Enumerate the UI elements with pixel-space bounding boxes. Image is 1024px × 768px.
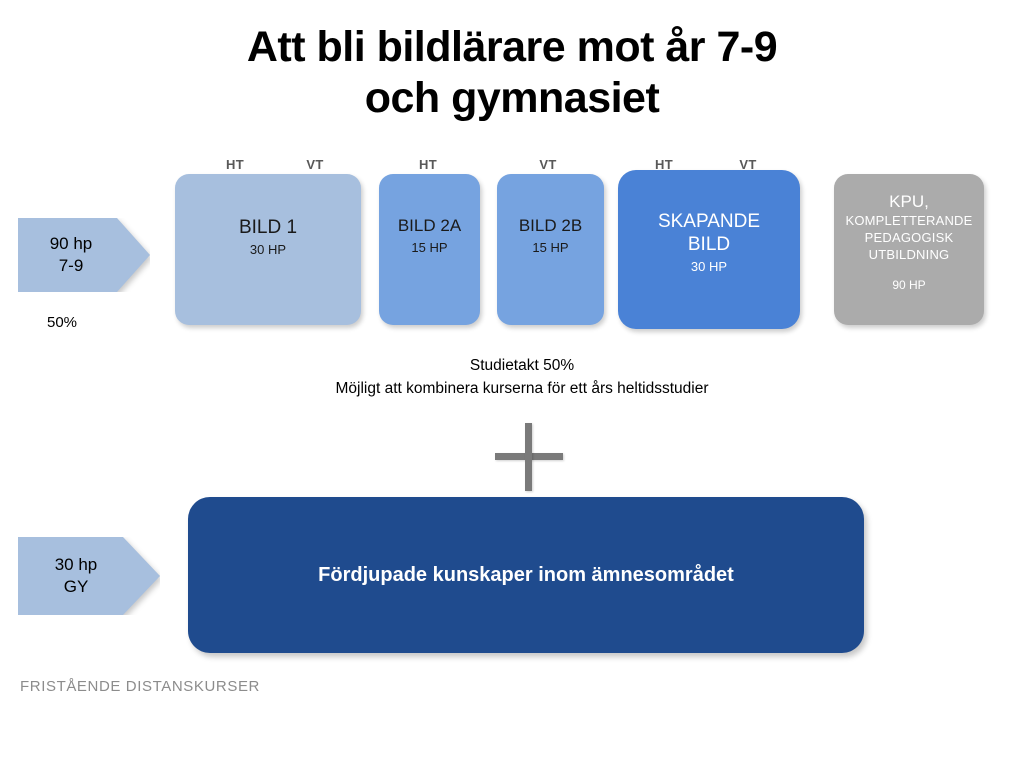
term-label-bild2a-ht: HT xyxy=(419,157,437,172)
course-box-skapande-bild-content: SKAPANDE BILD 30 HP xyxy=(618,210,800,274)
course-credits-bild-1: 30 HP xyxy=(249,242,287,258)
study-pace-note: Studietakt 50% Möjligt att kombinera kur… xyxy=(182,354,862,401)
credits-arrow-7-9: 90 hp 7-9 xyxy=(18,218,150,292)
credits-arrow-gy-line-1: 30 hp xyxy=(54,554,98,574)
course-subtitle-kpu-line-2: PEDAGOGISK xyxy=(864,230,954,246)
course-box-bild-2b-content: BILD 2B 15 HP xyxy=(497,216,604,255)
study-pace-caption: 50% xyxy=(46,314,78,331)
study-pace-note-line-2: Möjligt att kombinera kurserna för ett å… xyxy=(335,380,709,398)
plus-icon xyxy=(495,423,563,491)
course-credits-skapande-bild: 30 HP xyxy=(690,259,728,275)
course-credits-bild-2a: 15 HP xyxy=(411,239,448,255)
deepened-knowledge-label: Fördjupade kunskaper inom ämnesområdet xyxy=(318,563,734,586)
course-box-kpu-content: KPU, KOMPLETTERANDE PEDAGOGISK UTBILDNIN… xyxy=(834,192,984,292)
course-box-bild-2b[interactable]: BILD 2B 15 HP xyxy=(497,174,604,325)
credits-arrow-7-9-line-2: 7-9 xyxy=(58,256,84,275)
credits-arrow-gy-text: 30 hp GY xyxy=(18,554,160,598)
course-name-bild-1: BILD 1 xyxy=(238,217,298,238)
study-pace-note-line-1: Studietakt 50% xyxy=(469,357,575,374)
course-credits-bild-2b: 15 HP xyxy=(532,239,569,255)
course-box-skapande-bild[interactable]: SKAPANDE BILD 30 HP xyxy=(618,170,800,329)
term-label-skapande-ht: HT xyxy=(655,157,673,172)
term-label-bild2b-vt: VT xyxy=(539,157,557,172)
credits-arrow-gy-line-2: GY xyxy=(63,577,89,596)
course-subtitle-kpu-line-1: KOMPLETTERANDE xyxy=(845,213,973,229)
arrow-shape-icon xyxy=(18,218,150,292)
page-title-line-2: och gymnasiet xyxy=(364,73,660,122)
page-title: Att bli bildlärare mot år 7-9 och gymnas… xyxy=(112,22,912,123)
page-title-line-1: Att bli bildlärare mot år 7-9 xyxy=(246,23,778,71)
course-name-bild-2b: BILD 2B xyxy=(518,216,583,235)
course-box-bild-1[interactable]: BILD 1 30 HP xyxy=(175,174,361,325)
course-name-skapande-bild-line-1: SKAPANDE xyxy=(657,211,761,232)
course-subtitle-kpu-line-3: UTBILDNING xyxy=(868,247,950,263)
plus-icon-vertical-bar xyxy=(525,423,532,491)
course-box-kpu[interactable]: KPU, KOMPLETTERANDE PEDAGOGISK UTBILDNIN… xyxy=(834,174,984,325)
deepened-knowledge-box[interactable]: Fördjupade kunskaper inom ämnesområdet xyxy=(188,497,864,653)
course-box-bild-2a[interactable]: BILD 2A 15 HP xyxy=(379,174,480,325)
course-name-bild-2a: BILD 2A xyxy=(397,216,462,235)
credits-arrow-gy: 30 hp GY xyxy=(18,537,160,615)
credits-arrow-7-9-text: 90 hp 7-9 xyxy=(18,233,150,277)
course-name-skapande-bild-line-2: BILD xyxy=(687,234,731,256)
course-box-bild-1-content: BILD 1 30 HP xyxy=(175,216,361,257)
term-label-bild1-vt: VT xyxy=(306,157,324,172)
footer-label: FRISTÅENDE DISTANSKURSER xyxy=(20,678,260,695)
credits-arrow-7-9-line-1: 90 hp xyxy=(49,233,93,253)
course-name-kpu: KPU, xyxy=(889,192,929,211)
term-label-bild1-ht: HT xyxy=(226,157,244,172)
arrow-shape-icon xyxy=(18,537,160,615)
term-label-skapande-vt: VT xyxy=(739,157,757,172)
course-credits-kpu: 90 HP xyxy=(892,277,926,292)
course-box-bild-2a-content: BILD 2A 15 HP xyxy=(379,216,480,255)
